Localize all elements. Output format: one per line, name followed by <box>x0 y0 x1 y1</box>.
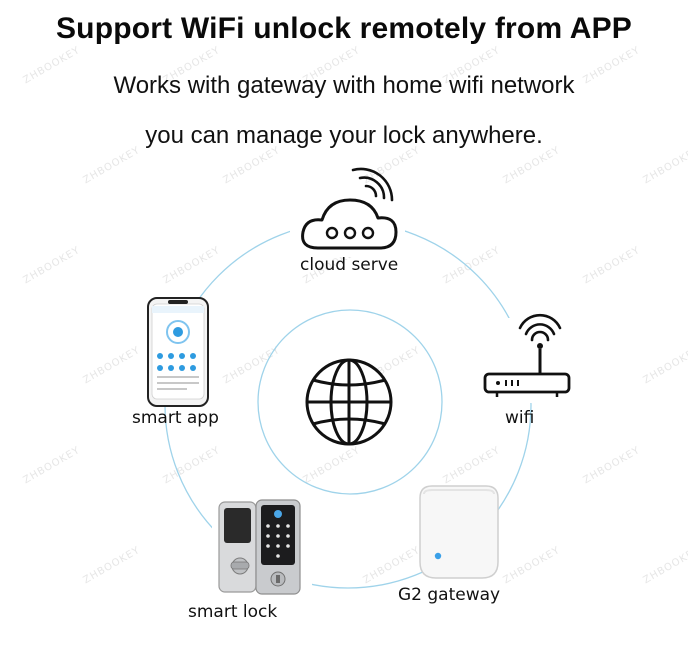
cloud-serve-label: cloud serve <box>300 255 399 275</box>
gateway-device-icon <box>419 485 499 579</box>
smart-app-label: smart app <box>132 408 219 428</box>
subtitle-line-1: Works with gateway with home wifi networ… <box>113 72 575 99</box>
wifi-label: wifi <box>505 408 535 428</box>
subtitle-line-2: you can manage your lock anywhere. <box>145 122 543 149</box>
gateway-label: G2 gateway <box>398 585 501 605</box>
page-title: Support WiFi unlock remotely from APP <box>55 12 633 45</box>
inner-ring <box>257 309 443 495</box>
smart-lock-icon <box>212 499 312 600</box>
router-icon <box>470 313 590 403</box>
smartphone-icon <box>147 297 209 407</box>
globe-icon <box>305 358 393 446</box>
smart-lock-label: smart lock <box>188 602 278 622</box>
cloud-icon <box>290 198 405 257</box>
signal-arcs-icon <box>351 167 394 202</box>
